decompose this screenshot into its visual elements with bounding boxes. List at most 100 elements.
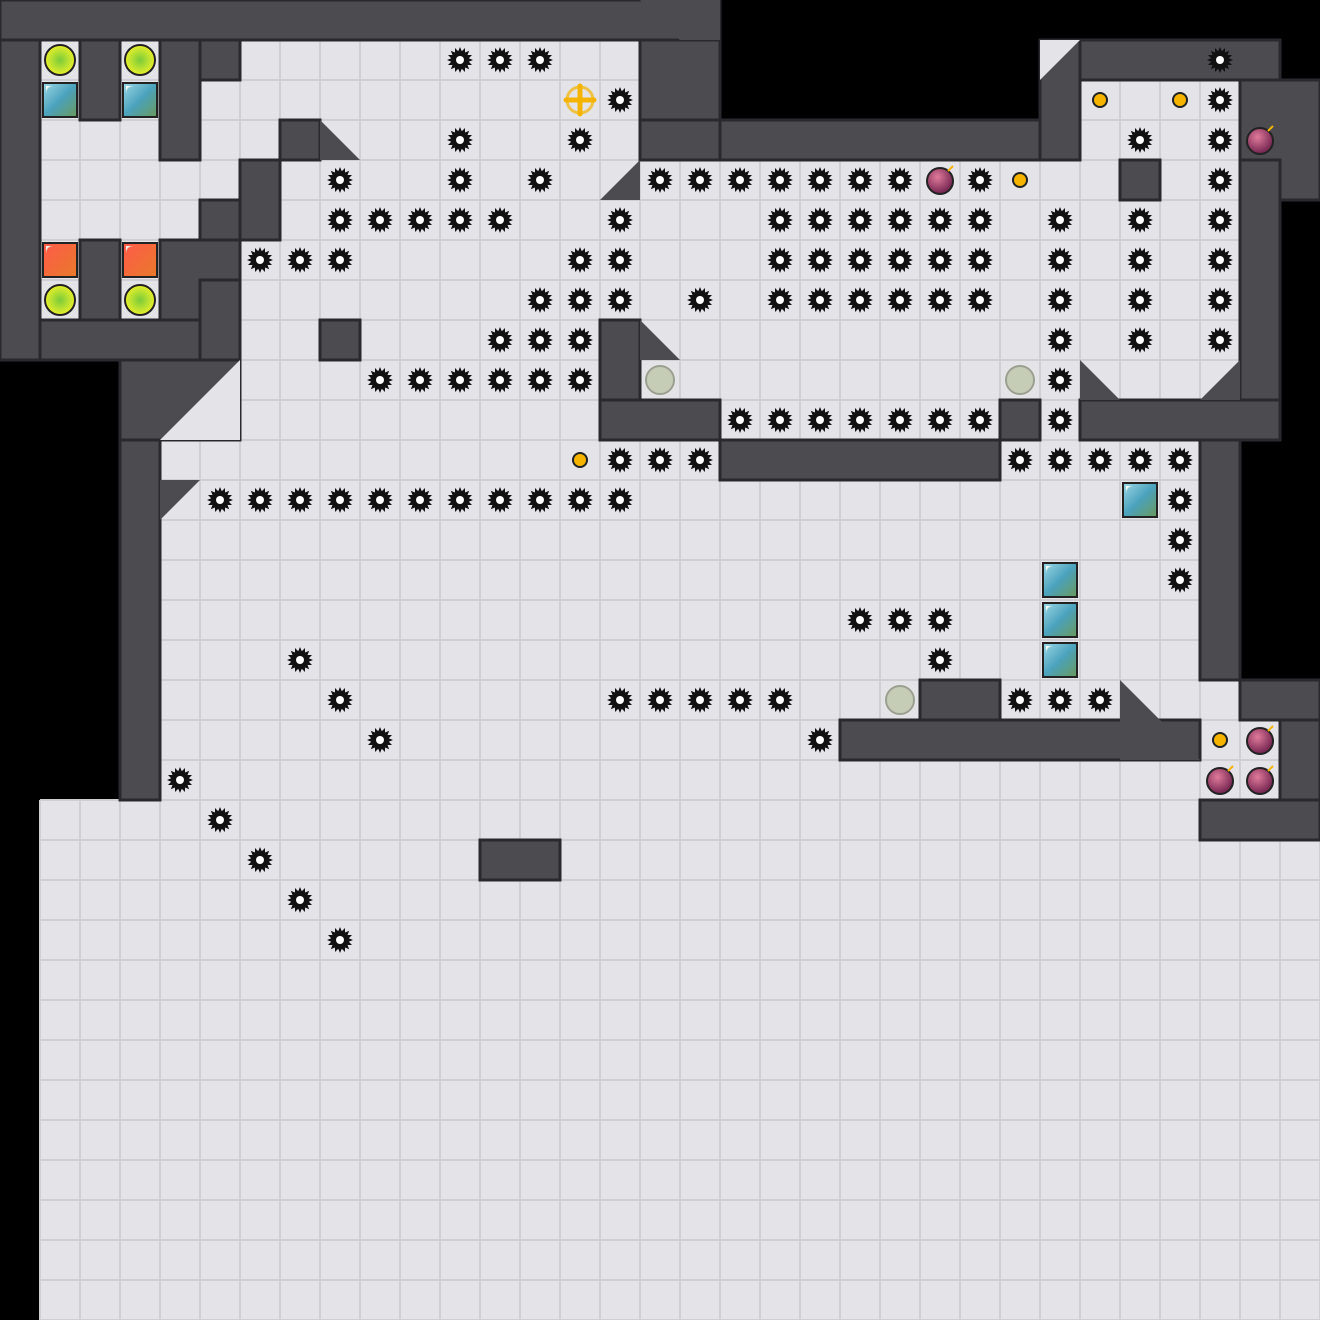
- mine-icon: [527, 167, 553, 193]
- mine-icon: [1207, 287, 1233, 313]
- mine-icon: [927, 647, 953, 673]
- mine-icon: [927, 607, 953, 633]
- mine-icon: [687, 447, 713, 473]
- mine-icon: [1127, 447, 1153, 473]
- mine-icon: [967, 207, 993, 233]
- mine-icon: [607, 287, 633, 313]
- wall-block: [0, 38, 42, 362]
- mine-icon: [887, 207, 913, 233]
- wall-slope: [640, 320, 680, 360]
- mine-icon: [1167, 487, 1193, 513]
- mine-icon: [327, 167, 353, 193]
- wall-block: [198, 278, 242, 362]
- wall-slope: [320, 120, 360, 160]
- mine-icon: [567, 367, 593, 393]
- mine-icon: [287, 247, 313, 273]
- mine-icon: [727, 687, 753, 713]
- mine-icon: [487, 487, 513, 513]
- mine-icon: [807, 407, 833, 433]
- mine-icon: [967, 407, 993, 433]
- mine-icon: [367, 487, 393, 513]
- mine-icon: [1047, 367, 1073, 393]
- mine-icon: [487, 367, 513, 393]
- floor-slope: [1040, 40, 1080, 80]
- mine-icon: [247, 247, 273, 273]
- mine-icon: [247, 847, 273, 873]
- wall-block: [198, 38, 242, 82]
- mine-icon: [567, 127, 593, 153]
- mine-icon: [167, 767, 193, 793]
- mine-icon: [207, 807, 233, 833]
- mine-icon: [887, 247, 913, 273]
- gold-coin-icon: [1092, 92, 1108, 108]
- mine-icon: [967, 247, 993, 273]
- mine-icon: [1047, 247, 1073, 273]
- mine-icon: [447, 207, 473, 233]
- floor-switch-icon: [645, 365, 675, 395]
- mine-icon: [1167, 527, 1193, 553]
- mine-icon: [847, 407, 873, 433]
- mine-icon: [1207, 207, 1233, 233]
- mine-icon: [1207, 47, 1233, 73]
- mine-icon: [327, 247, 353, 273]
- mine-icon: [687, 167, 713, 193]
- mine-icon: [847, 167, 873, 193]
- mine-icon: [1127, 247, 1153, 273]
- mine-icon: [687, 687, 713, 713]
- mine-icon: [287, 487, 313, 513]
- object-layer: [42, 44, 1274, 953]
- mine-icon: [247, 487, 273, 513]
- mine-icon: [607, 207, 633, 233]
- wall-block: [598, 398, 722, 442]
- gold-coin-icon: [1212, 732, 1228, 748]
- blue-door-block: [122, 82, 158, 118]
- wall-layer: [0, 0, 1320, 882]
- gold-coin-icon: [1172, 92, 1188, 108]
- exit-portal-icon: [124, 44, 156, 76]
- mine-icon: [807, 167, 833, 193]
- mine-icon: [847, 247, 873, 273]
- wall-slope: [160, 480, 200, 520]
- mine-icon: [527, 327, 553, 353]
- mine-icon: [447, 47, 473, 73]
- mine-icon: [487, 207, 513, 233]
- gold-coin-icon: [572, 452, 588, 468]
- mine-icon: [767, 167, 793, 193]
- bomb-icon: [1246, 765, 1274, 795]
- wall-block: [718, 438, 1002, 482]
- blue-door-block: [1042, 602, 1078, 638]
- wall-slope: [1080, 360, 1120, 400]
- mine-icon: [807, 727, 833, 753]
- wall-slope: [1200, 360, 1240, 400]
- mine-icon: [447, 127, 473, 153]
- mine-icon: [527, 47, 553, 73]
- mine-icon: [567, 287, 593, 313]
- wall-block: [918, 678, 1002, 722]
- mine-icon: [767, 247, 793, 273]
- blue-door-block: [1042, 642, 1078, 678]
- mine-icon: [807, 207, 833, 233]
- mine-icon: [887, 287, 913, 313]
- exit-portal-icon: [44, 44, 76, 76]
- mine-icon: [1007, 447, 1033, 473]
- wall-block: [278, 118, 322, 162]
- mine-icon: [1127, 287, 1153, 313]
- mine-icon: [527, 367, 553, 393]
- wall-block: [158, 38, 202, 162]
- mine-icon: [767, 207, 793, 233]
- mine-icon: [287, 887, 313, 913]
- red-door-block: [42, 242, 78, 278]
- wall-block: [0, 0, 722, 42]
- mine-icon: [767, 407, 793, 433]
- wall-block: [1198, 438, 1242, 682]
- mine-icon: [1167, 567, 1193, 593]
- wall-block: [78, 38, 122, 122]
- mine-icon: [1047, 207, 1073, 233]
- mine-icon: [967, 287, 993, 313]
- mine-icon: [327, 207, 353, 233]
- mine-icon: [447, 367, 473, 393]
- mine-icon: [1087, 687, 1113, 713]
- mine-icon: [647, 167, 673, 193]
- mine-icon: [807, 287, 833, 313]
